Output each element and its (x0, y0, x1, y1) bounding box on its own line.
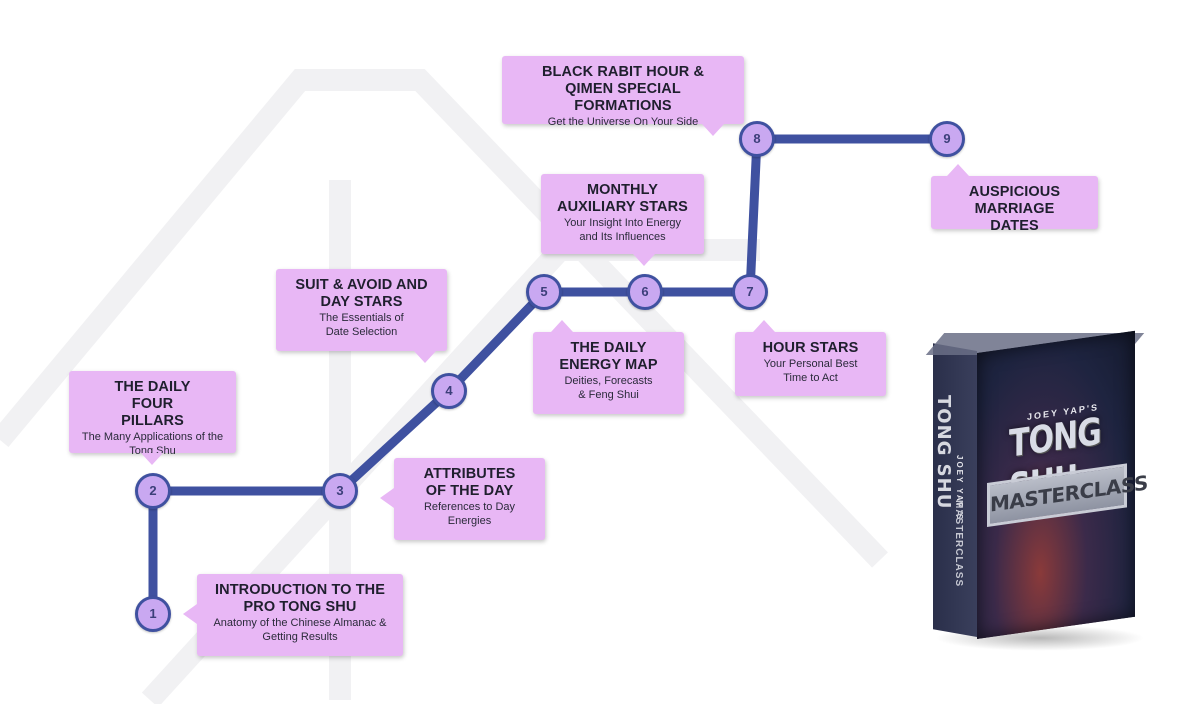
step-callout-5: THE DAILY ENERGY MAP Deities, Forecasts … (533, 320, 684, 414)
step-callout-2: THE DAILY FOUR PILLARS The Many Applicat… (69, 371, 236, 465)
step-subtitle: Your Insight Into Energy and Its Influen… (563, 217, 681, 243)
step-title: THE DAILY FOUR PILLARS (114, 379, 191, 429)
step-title: AUSPICIOUS MARRIAGE DATES (968, 184, 1061, 234)
callout-pointer (947, 164, 969, 176)
step-callout-9: AUSPICIOUS MARRIAGE DATES (931, 164, 1098, 234)
spine-product-name: TONG SHU (933, 395, 954, 510)
step-subtitle: Get the Universe On Your Side (547, 116, 699, 128)
callout-pointer (753, 320, 775, 332)
step-node-2[interactable]: 2 (135, 473, 171, 509)
step-callout-3: ATTRIBUTES OF THE DAY References to Day … (380, 458, 545, 540)
step-subtitle: The Essentials of Date Selection (319, 312, 404, 338)
step-title: ATTRIBUTES OF THE DAY (423, 466, 516, 499)
step-title: SUIT & AVOID AND DAY STARS (295, 277, 428, 310)
step-callout-1: INTRODUCTION TO THE PRO TONG SHU Anatomy… (183, 574, 403, 656)
step-subtitle: Your Personal Best Time to Act (763, 358, 858, 384)
callout-pointer (380, 488, 394, 508)
callout-pointer (551, 320, 573, 332)
callout-pointer (141, 453, 163, 465)
step-subtitle: Deities, Forecasts & Feng Shui (564, 375, 653, 401)
step-node-8[interactable]: 8 (739, 121, 775, 157)
step-node-4[interactable]: 4 (431, 373, 467, 409)
step-node-6[interactable]: 6 (627, 274, 663, 310)
spine-edition: MASTERCLASS (953, 500, 964, 588)
callout-pointer (414, 351, 436, 363)
step-title: MONTHLY AUXILIARY STARS (557, 182, 688, 215)
step-title: HOUR STARS (762, 340, 859, 356)
step-node-5[interactable]: 5 (526, 274, 562, 310)
step-title: BLACK RABIT HOUR & QIMEN SPECIAL FORMATI… (541, 64, 705, 114)
callout-pointer (633, 254, 655, 266)
step-title: INTRODUCTION TO THE PRO TONG SHU (215, 582, 385, 615)
step-title: THE DAILY ENERGY MAP (559, 340, 658, 373)
step-node-3[interactable]: 3 (322, 473, 358, 509)
step-node-1[interactable]: 1 (135, 596, 171, 632)
step-callout-4: SUIT & AVOID AND DAY STARS The Essential… (276, 269, 447, 363)
step-callout-7: HOUR STARS Your Personal Best Time to Ac… (735, 320, 886, 396)
callout-pointer (702, 124, 724, 136)
step-node-9[interactable]: 9 (929, 121, 965, 157)
spine-brand: JOEY YAP'S (955, 455, 964, 522)
step-node-7[interactable]: 7 (732, 274, 768, 310)
step-subtitle: The Many Applications of the Tong Shu (81, 431, 224, 457)
step-subtitle: Anatomy of the Chinese Almanac & Getting… (213, 617, 387, 643)
product-box-image: TONG SHU JOEY YAP'S MASTERCLASS JOEY YAP… (925, 325, 1148, 655)
callout-pointer (183, 604, 197, 624)
step-subtitle: References to Day Energies (423, 501, 516, 527)
step-callout-8: BLACK RABIT HOUR & QIMEN SPECIAL FORMATI… (502, 56, 744, 136)
step-callout-6: MONTHLY AUXILIARY STARS Your Insight Int… (541, 174, 704, 266)
